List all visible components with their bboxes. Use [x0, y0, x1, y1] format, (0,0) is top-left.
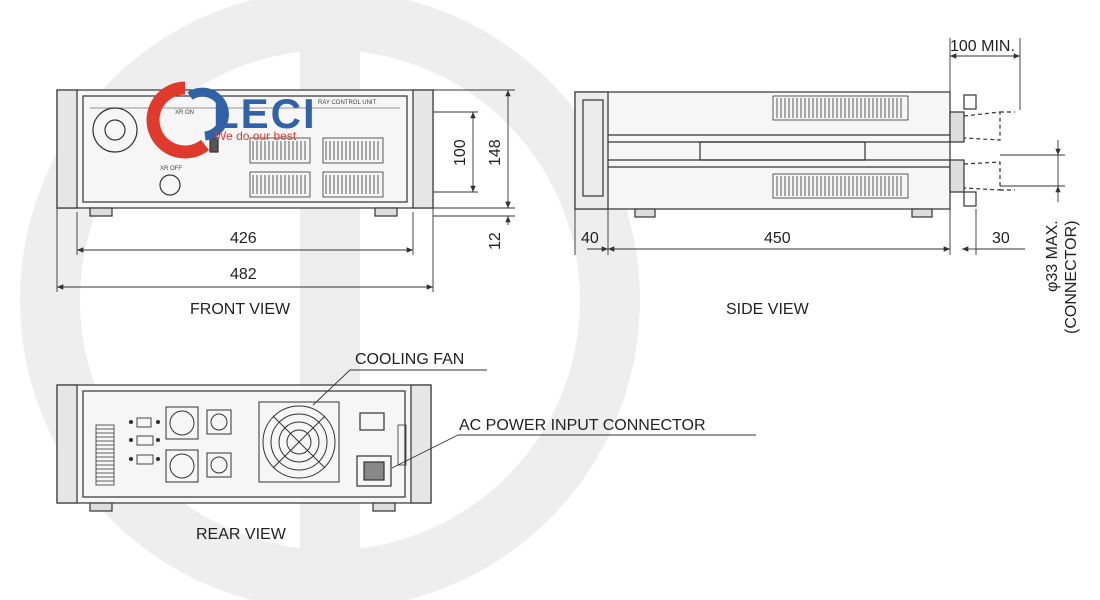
- side-view-caption: SIDE VIEW: [726, 301, 810, 318]
- dim-connector-size: φ33 MAX.: [1044, 220, 1061, 292]
- cooling-fan-icon: [258, 401, 340, 483]
- rear-connectors: [949, 94, 1015, 207]
- rear-view: [56, 384, 432, 512]
- dim-panel-height: 100: [452, 139, 469, 166]
- front-view: [56, 89, 434, 217]
- dim-inner-width: 426: [230, 230, 257, 247]
- dim-rear-offset: 30: [992, 230, 1010, 247]
- panel-label: RAY CONTROL UNIT: [318, 100, 377, 106]
- signal-connectors: [128, 417, 161, 465]
- dim-clearance: 100 MIN.: [950, 38, 1015, 55]
- dim-outer-width: 482: [230, 266, 257, 283]
- dim-foot-height: 12: [487, 232, 504, 250]
- xray-off-label: XR OFF: [160, 166, 182, 172]
- fuse-holder: [359, 412, 385, 431]
- rear-callout-lines: [312, 369, 756, 469]
- ac-inlet-icon: [356, 455, 392, 487]
- logo-brand: LECI: [213, 90, 317, 137]
- side-vent-bottom: [772, 173, 909, 199]
- side-view: [574, 91, 1015, 218]
- front-vent-grilles: [249, 137, 384, 198]
- leci-logo: LECI We do our best: [146, 81, 317, 159]
- callout-cooling-fan: COOLING FAN: [355, 351, 464, 368]
- dim-depth: 450: [764, 230, 791, 247]
- dim-front-offset: 40: [581, 230, 599, 247]
- dim-total-height: 148: [487, 139, 504, 166]
- front-dimension-lines: [56, 89, 515, 292]
- logo-tagline: We do our best: [215, 129, 297, 143]
- logo-emblem-icon: [146, 81, 229, 159]
- rear-view-caption: REAR VIEW: [196, 526, 287, 543]
- xray-off-button: [159, 174, 181, 196]
- front-view-caption: FRONT VIEW: [190, 301, 291, 318]
- power-output-sockets: [165, 406, 232, 483]
- xray-on-label: XR ON: [175, 110, 194, 116]
- side-vent-top: [772, 95, 909, 121]
- key-switch: [92, 107, 138, 153]
- rear-side-grille: [95, 424, 407, 486]
- dim-connector-note: (CONNECTOR): [1063, 221, 1080, 334]
- side-dimension-lines: [574, 38, 1065, 255]
- callout-ac-power: AC POWER INPUT CONNECTOR: [459, 417, 706, 434]
